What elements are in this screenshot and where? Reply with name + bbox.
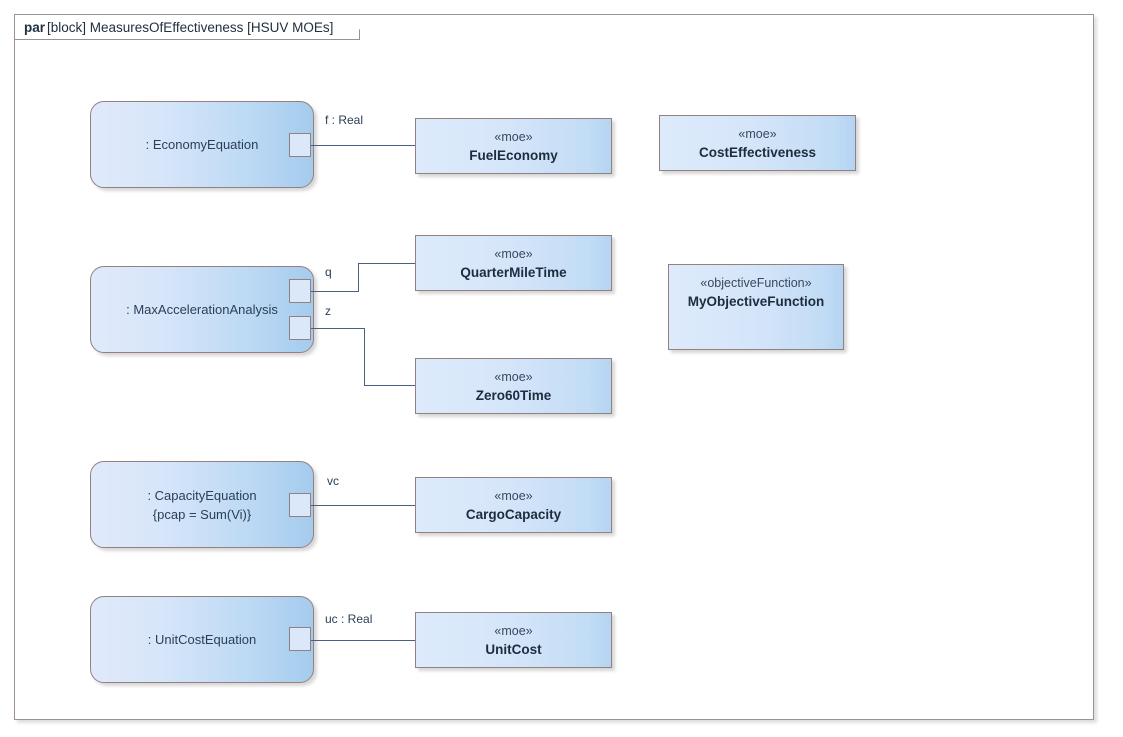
port-f[interactable] [289,133,311,157]
stereotype-label: «moe» [494,624,533,638]
moe-block-zero60-time[interactable]: «moe» Zero60Time [415,358,612,414]
constraint-block-name: : MaxAccelerationAnalysis [126,302,278,317]
block-name-label: Zero60Time [475,388,552,403]
moe-block-my-objective-function[interactable]: «objectiveFunction» MyObjectiveFunction [668,264,844,350]
port-label-vc: vc [327,474,339,488]
port-label-uc: uc : Real [325,612,373,626]
port-uc[interactable] [289,627,311,651]
connector-uc-to-unitcost [311,640,416,641]
connector-z-seg2 [364,328,365,386]
constraint-block-economy-equation[interactable]: : EconomyEquation [90,101,314,188]
port-label-f: f : Real [325,113,364,127]
connector-q-seg2 [358,263,359,292]
connector-z-seg3 [364,385,416,386]
port-label-q: q [325,265,332,279]
stereotype-label: «moe» [738,127,777,141]
constraint-block-name: : EconomyEquation [145,137,259,152]
moe-block-cargo-capacity[interactable]: «moe» CargoCapacity [415,477,612,533]
connector-f-to-fueleconomy [311,145,416,146]
diagram-kind-label: par [24,19,46,35]
stereotype-label: «moe» [494,247,533,261]
connector-vc-to-cargocapacity [311,505,416,506]
block-name-label: UnitCost [485,642,542,657]
constraint-block-name: : CapacityEquation [147,487,257,503]
connector-z-seg1 [311,328,364,329]
port-vc[interactable] [289,493,311,517]
moe-block-unit-cost[interactable]: «moe» UnitCost [415,612,612,668]
stereotype-label: «moe» [494,130,533,144]
moe-block-fuel-economy[interactable]: «moe» FuelEconomy [415,118,612,174]
block-name-label: CargoCapacity [465,507,562,522]
stereotype-label: «objectiveFunction» [700,276,812,290]
port-q[interactable] [289,279,311,303]
moe-block-quarter-mile-time[interactable]: «moe» QuarterMileTime [415,235,612,291]
constraint-block-unit-cost-equation[interactable]: : UnitCostEquation [90,596,314,683]
connector-q-seg3 [358,263,416,264]
diagram-header-tab: par [block] MeasuresOfEffectiveness [HSU… [14,14,360,40]
diagram-title-label: [block] MeasuresOfEffectiveness [HSUV MO… [47,19,334,35]
connector-q-seg1 [311,291,359,292]
constraint-block-name: : UnitCostEquation [147,632,257,647]
port-z[interactable] [289,316,311,340]
constraint-block-max-acceleration-analysis[interactable]: : MaxAccelerationAnalysis [90,266,314,353]
port-label-z: z [325,304,331,318]
constraint-expression: {pcap = Sum(Vi)} [152,506,252,522]
stereotype-label: «moe» [494,370,533,384]
block-name-label: MyObjectiveFunction [687,294,825,309]
block-name-label: QuarterMileTime [460,265,567,280]
block-name-label: FuelEconomy [469,148,558,163]
constraint-block-capacity-equation[interactable]: : CapacityEquation {pcap = Sum(Vi)} [90,461,314,548]
moe-block-cost-effectiveness[interactable]: «moe» CostEffectiveness [659,115,856,171]
block-name-label: CostEffectiveness [698,145,817,160]
stereotype-label: «moe» [494,489,533,503]
